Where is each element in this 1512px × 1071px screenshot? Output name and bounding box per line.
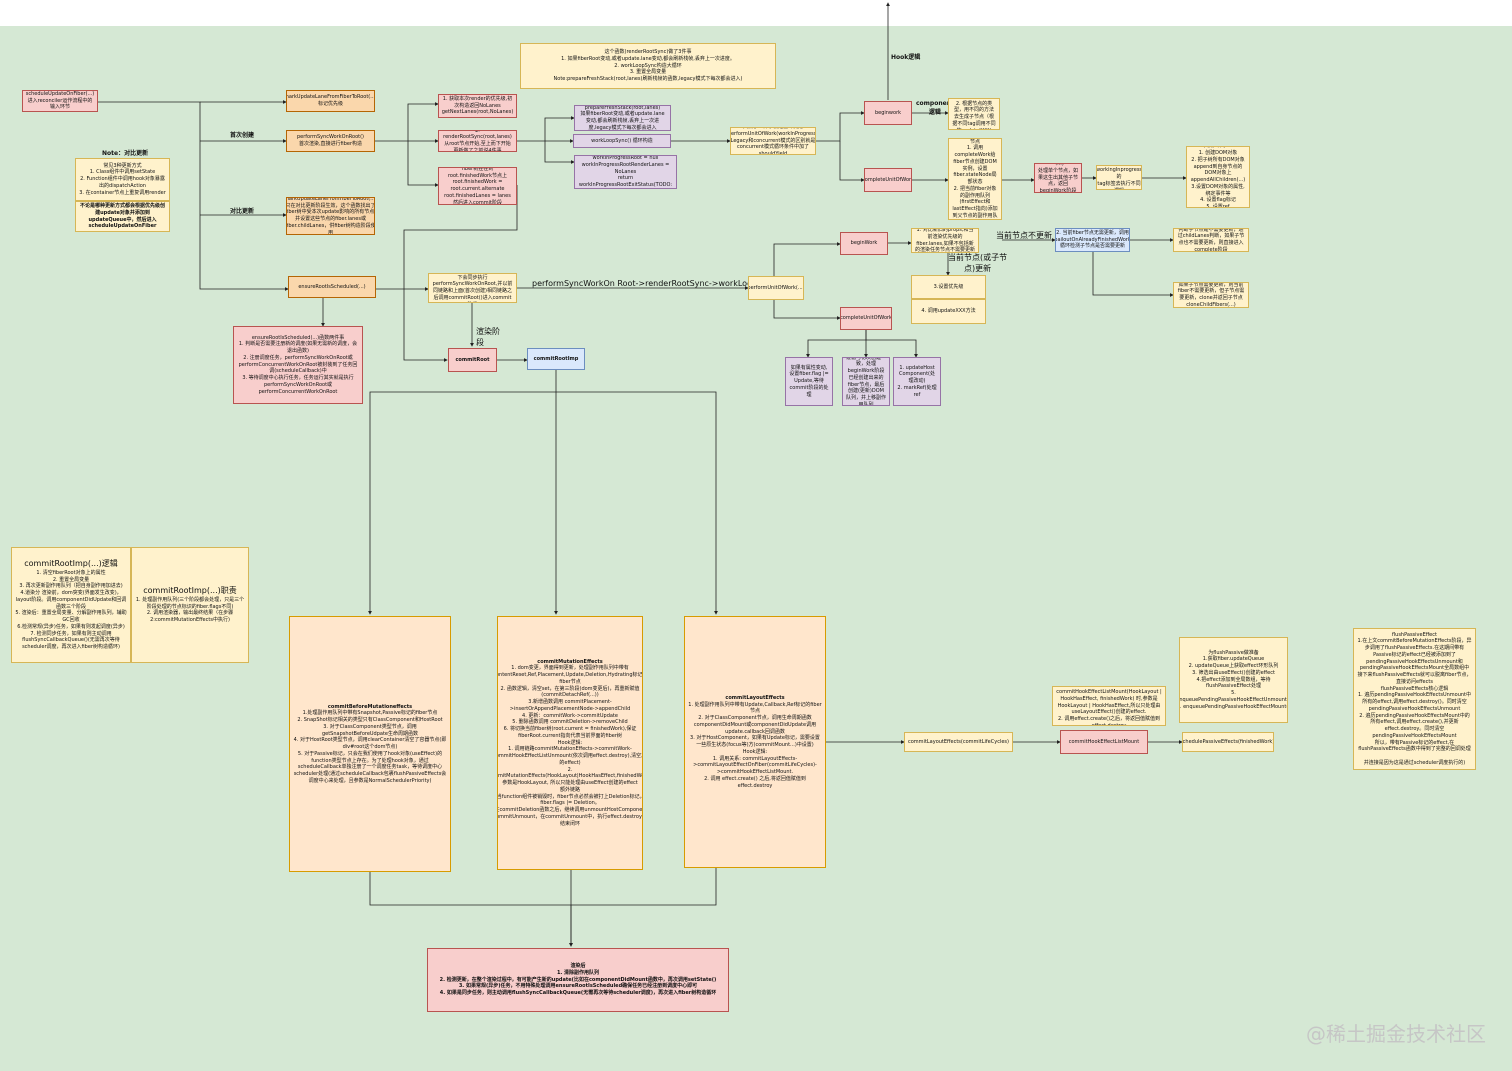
child-no-update: 判断子节点是不需要更新，通过childLanes判断，如果子节点也不需要更新，则… [1173,228,1249,252]
label-component-logic: component 逻辑 [916,100,954,116]
complete-like-first: 遵循与初次创建一致，处理beginWork阶段已经创建出来的fiber节点，最后… [842,357,890,406]
hook-mount-note: 注意在调用 commitHookEffectListMount(HookLayo… [1052,686,1166,726]
after-render-title: 渲染后 [570,963,586,970]
begin-work-top[interactable]: beginwork [864,101,912,125]
complete-work-eight-things: 大概8件事： 1. 创建DOM对象 2. 把子树所有DOM对象append到自身… [1186,146,1250,208]
label-compare-update: 对比更新 [230,208,255,215]
set-priority: 3.设置优先级 [911,275,986,299]
layout-box: commitLayoutEffects 1. 处理副作用队列中带有Update,… [684,616,826,868]
watermark: @稀土掘金技术社区 [1306,1022,1486,1046]
mutation-text: 1. dom变更，界面得到更新，处理副作用队列中带有ContentReset,R… [497,665,643,827]
ensure-root-desc: ensureRootIsScheduled(...)函数两件事 1. 判断是否需… [233,326,363,404]
note-create-update: 不论是哪种更新方式都会根据优先级创建update对象并添加到updateQueu… [75,201,170,232]
commit-logic-title: commitRootImp(...)逻辑 [24,559,118,569]
step-commit-root: 3. 执行完上两个函数将最新的fiber树挂在到root.finishedWor… [438,167,517,205]
call-update-xxx: 4. 调用updateXXX方法 [911,299,986,324]
flush-passive-effect: flushPassiveEffect 1.在上文commitBeforeMuta… [1353,628,1476,770]
label-child-update: 当前节点(或子节 点)更新 [948,253,1008,273]
after-render-text: 1. 清除副作用队列 2. 检测更新，在整个渲染过程中，有可能产生新的updat… [439,969,717,997]
layout-title: commitLayoutEffects [725,694,785,701]
mutation-box: commitMutationEffects 1. dom变更，界面得到更新，处理… [497,616,643,870]
tag-switch: 根据 workingInprogress的 tag标签去执行不同逻辑 [1096,165,1142,190]
commit-layout-effects-fn[interactable]: commitLayoutEffects(commitLifeCycles) [904,732,1013,752]
begin-work-desc: 1. 设置优先级 2. 根据节点的类型，用不同的方法去生成子节点（根据不同tag… [948,98,1000,130]
complete-unit-mid[interactable]: completeUnitOfWork [840,307,892,330]
line-main-vertical [98,101,289,291]
layout-text: 1. 处理副作用队列中带有Update,Callback,Ref标记的fiber… [688,701,822,789]
commit-root[interactable]: commitRoot [448,348,497,372]
commit-logic-box: commitRootImp(...)逻辑 1. 清空fiberRoot对象上的属… [11,547,131,663]
before-mutation-text: 1.处理副作用队列中带有Snapshot,Passive标记的fiber节点 2… [293,710,447,784]
perform-sync-work-on-root[interactable]: performSyncWorkOnRoot() 首次渲染,直接进行fiber构造 [286,130,375,152]
commit-root-impl[interactable]: commitRootImp [527,348,585,370]
complete-unit-desc: 主要逻辑是处理beginWork阶段已经创建出来的fiber节点 1. 调用co… [948,138,1002,220]
label-first-create: 首次创建 [230,132,255,139]
work-loop-sync[interactable]: workLoopSync() 循环构造 [573,134,671,148]
commit-duty-title: commitRootImp(...)职责 [143,586,237,596]
diagram-background [0,26,1512,1071]
prepare-fresh-stack: prepareFreshStack(root,lanes) 如果fiberRoo… [574,105,671,131]
schedule-update-on-fiber[interactable]: scheduleUpdateOnFiber(...) 进入reconciler运… [22,90,98,112]
update-host-component: 1. updateHost Component(处理改动) 2. markRef… [893,357,941,406]
passive-prepare-note: 为flushPassive做准备 1.获取fiber.updateQueue 2… [1179,637,1288,723]
bailout-desc: 1. 对比新旧的props,和当前渲染优先级的fiber.lanes,如果不包括… [911,228,979,253]
ensure-root-is-scheduled[interactable]: ensureRootIsScheduled(...) [288,276,376,298]
label-not-update: 当前节点不更新 [996,231,1052,240]
after-render-box: 渲染后 1. 清除副作用队列 2. 检测更新，在整个渲染过程中，有可能产生新的u… [427,948,729,1012]
complete-unit-top[interactable]: completeUnitOfWork [864,168,912,192]
note-title: Note：对比更新 [102,150,149,157]
schedule-center-note: 通过调度中心来处理。Legacy模式下会同步执行performSyncWorkO… [428,273,517,303]
commit-hook-mount[interactable]: commitHookEffectListMount [1060,730,1148,754]
perform-unit-loop: 只做了一件事就是循环调用 performUnitOfWork(workInPro… [730,127,816,155]
reset-global-vars: 重置全局变量,表明render结束 workInProgressRoot = n… [574,155,677,189]
clone-child-fibers: 如果子节点需要更新，则当前fiber不需要更新，但子节点需要更新，clone并返… [1173,282,1249,308]
mark-update-lane-compare[interactable]: markUpdateLaneFromFiberToRoot(...) 只在对比更… [286,197,375,235]
before-mutation-title: commitBeforeMutationeffects [327,703,413,710]
label-render-phase: 渲染阶 段 [476,327,500,347]
schedule-passive-effects[interactable]: schedulePassiveEffects(finishedWork); [1182,732,1274,752]
step-get-next-lanes: 1. 获取本次render的优先级,初次构造返回NoLanes getNextL… [438,94,517,118]
commit-duty-text: 1. 处理副作用队列(三个阶段都会处理，只是三个阶段处理的节点标识的fiber.… [135,596,245,624]
note-update-ways: 常见3种更新方式 1. Class组件中调用setState 2. Functi… [75,158,170,201]
label-perform-sync-chain: performSyncWorkOn Root->renderRootSync->… [532,279,777,288]
mark-update-lane[interactable]: markUpdateLaneFromFiberToRoot(...) 标记优先级 [286,90,375,112]
commit-duty-box: commitRootImp(...)职责 1. 处理副作用队列(三个阶段都会处理… [131,547,249,663]
step-render-root-sync: 2. renderRootSync(root,lanes) 从root节点开始,… [438,130,517,152]
begin-work-mid[interactable]: beginWork [840,232,888,255]
label-hook: Hook逻辑 [891,54,921,61]
before-mutation-box: commitBeforeMutationeffects 1.处理副作用队列中带有… [289,616,451,872]
render-root-sync-note: 这个函数(renderRootSync)做了3件事 1. 如果fiberRoot… [520,43,776,89]
mark-update-flag: 如果有属性变动,设置fiber.flag |= Update,等待commit阶… [785,357,833,406]
perform-unit-mid[interactable]: performUnitOfWork(...) [748,276,804,300]
mutation-title: commitMutationEffects [537,658,603,665]
bailout-on-finished: 2. 当前fiber节点无需更新，调用bailoutOnAlreadyFinis… [1055,228,1130,252]
commit-logic-text: 1. 清空fiberRoot对象上的属性 2. 重置全局变量 3. 再次更新副作… [15,569,127,651]
complete-work[interactable]: completeWork（...) 处理单个节点，如果这生出其他子节点，返回be… [1034,163,1082,193]
